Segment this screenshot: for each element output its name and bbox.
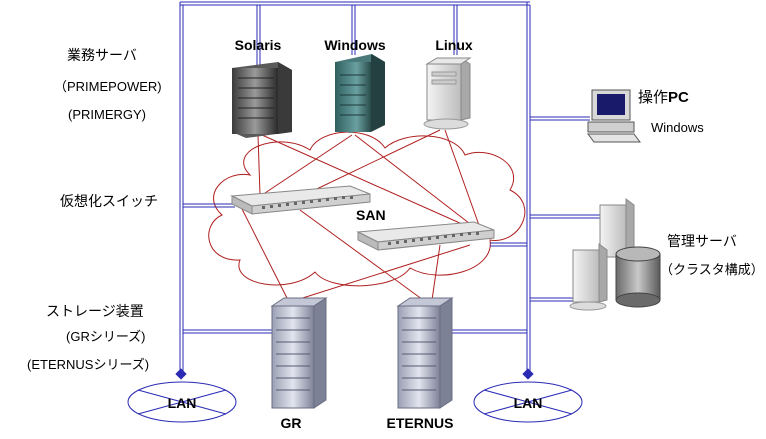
lan-hub-left [127,368,237,423]
operation-pc [587,89,641,143]
gr-storage [270,297,328,409]
san-links [239,129,481,306]
linux-server [423,57,472,130]
eternus-label: ETERNUS [386,415,454,431]
eternus-storage [396,297,454,409]
virtual-switch-2 [356,221,495,251]
virtual-switch-1 [230,185,371,215]
lan-hub-right [473,368,583,423]
lan-left-label: LAN [167,395,197,411]
storage-label: ストレージ装置 [46,303,144,319]
gr-series-label: (GRシリーズ) [66,329,146,344]
linux-label: Linux [435,37,473,53]
operation-pc-label: 操作PC [638,90,689,106]
operation-pc-os-label: Windows [651,120,704,135]
san-label: SAN [356,207,386,223]
operation-pc-label-pc: PC [668,89,689,106]
virtual-switch-label: 仮想化スイッチ [60,193,158,209]
eternus-series-label: (ETERNUSシリーズ) [27,357,150,372]
management-server-cluster [569,198,661,311]
windows-label: Windows [324,37,386,53]
cluster-label: （クラスタ構成） [660,262,764,277]
san-cloud [208,131,526,287]
management-server-label: 管理サーバ [667,233,737,249]
gr-label: GR [280,415,302,431]
primepower-label: （PRIMEPOWER) [54,79,162,94]
business-server-label: 業務サーバ [67,47,137,63]
lan-right-label: LAN [513,395,543,411]
operation-pc-label-ja: 操作 [638,89,669,106]
solaris-label: Solaris [234,37,282,53]
solaris-server [232,62,292,138]
windows-server [335,54,385,133]
primergy-label: (PRIMERGY) [68,107,146,122]
lan-links [179,1,600,372]
